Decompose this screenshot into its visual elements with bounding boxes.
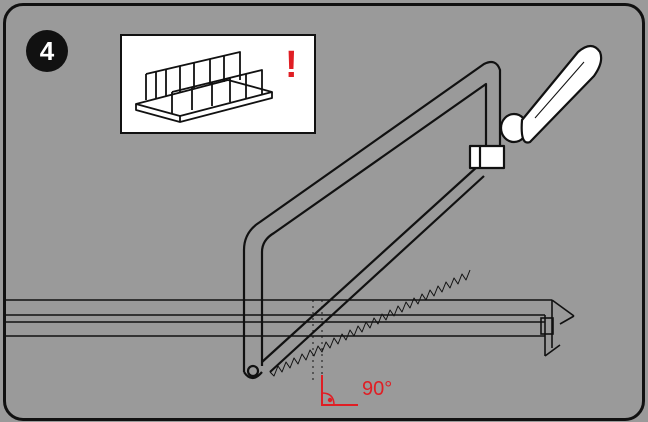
miter-box-inset: ! bbox=[120, 34, 316, 134]
right-angle-icon bbox=[321, 375, 358, 406]
hacksaw-icon bbox=[242, 44, 603, 380]
miter-box-icon bbox=[135, 51, 273, 123]
warning-symbol: ! bbox=[285, 44, 298, 86]
angle-label: 90° bbox=[362, 378, 393, 400]
rail-profile bbox=[6, 299, 575, 357]
step-number-badge: 4 bbox=[26, 30, 68, 72]
cut-line bbox=[312, 300, 323, 388]
